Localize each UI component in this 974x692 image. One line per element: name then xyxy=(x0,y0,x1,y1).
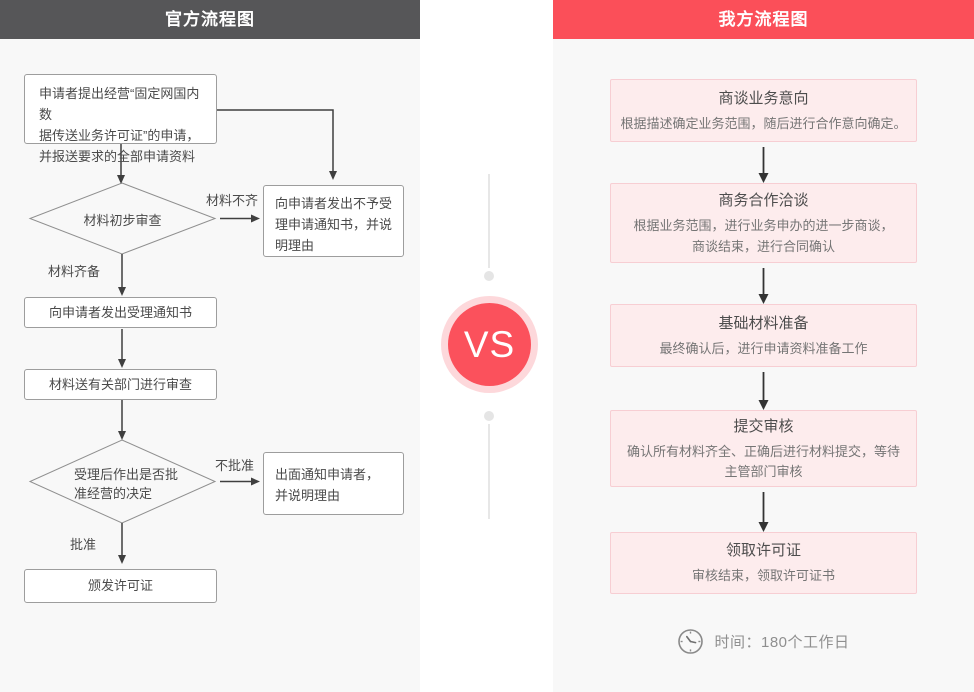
time-note-text: 时间：180个工作日 xyxy=(714,634,850,651)
our-step-5: 领取许可证 审核结束，领取许可证书 xyxy=(610,532,917,594)
our-step-1: 商谈业务意向 根据描述确定业务范围，随后进行合作意向确定。 xyxy=(610,79,917,142)
step-dept-review-box: 材料送有关部门进行审查 xyxy=(24,369,217,400)
step-issue-license-box: 颁发许可证 xyxy=(24,569,217,603)
official-panel-title: 官方流程图 xyxy=(0,0,420,39)
step-application-box: 申请者提出经营“固定网国内数 据传送业务许可证”的申请， 并报送要求的全部申请资… xyxy=(24,74,217,164)
branch-label-not-approved: 不批准 xyxy=(215,458,255,473)
time-note-row: 时间：180个工作日 xyxy=(553,628,974,655)
our-step-2-title: 商务合作洽谈 xyxy=(718,192,809,210)
divider-line-bottom xyxy=(488,424,490,519)
our-step-5-desc: 审核结束，领取许可证书 xyxy=(691,568,835,584)
step-accept-notice-box: 向申请者发出受理通知书 xyxy=(24,297,217,328)
divider-line-top xyxy=(488,174,490,268)
our-step-5-title: 领取许可证 xyxy=(725,542,801,560)
branch-label-incomplete: 材料不齐 xyxy=(206,193,259,208)
our-step-3-title: 基础材料准备 xyxy=(718,314,809,332)
divider-dot-bottom xyxy=(484,411,494,421)
our-step-2-desc: 根据业务范围，进行业务申办的进一步商谈， 商谈结束，进行合同确认 xyxy=(633,218,894,254)
our-step-3: 基础材料准备 最终确认后，进行申请资料准备工作 xyxy=(610,304,917,367)
branch-label-complete: 材料齐备 xyxy=(48,264,101,279)
our-panel-title: 我方流程图 xyxy=(553,0,974,39)
our-step-1-title: 商谈业务意向 xyxy=(718,89,809,107)
our-step-4: 提交审核 确认所有材料齐全、正确后进行材料提交，等待 主管部门审核 xyxy=(610,410,917,487)
diamond-approval-label: 受理后作出是否批 准经营的决定 xyxy=(74,467,179,501)
diamond-initial-review-label: 材料初步审查 xyxy=(83,213,162,228)
our-step-4-desc: 确认所有材料齐全、正确后进行材料提交，等待 主管部门审核 xyxy=(626,443,900,479)
our-step-4-title: 提交审核 xyxy=(733,417,794,435)
step-refusal-notify-box: 出面通知申请者， 并说明理由 xyxy=(263,452,404,515)
divider-dot-top xyxy=(484,271,494,281)
our-process-panel: 我方流程图 商谈业务意向 根据描述确定业务范围，随后进行合作意向确定。 商务合作… xyxy=(553,0,974,692)
vs-badge-label: VS xyxy=(448,303,531,386)
official-process-panel: 官方流程图 xyxy=(0,0,420,692)
step-reject-notice-box: 向申请者发出不予受 理申请通知书，并说 明理由 xyxy=(263,185,404,257)
clock-icon xyxy=(678,629,704,654)
our-step-3-desc: 最终确认后，进行申请资料准备工作 xyxy=(659,340,868,356)
branch-label-approved: 批准 xyxy=(70,537,97,552)
our-step-2: 商务合作洽谈 根据业务范围，进行业务申办的进一步商谈， 商谈结束，进行合同确认 xyxy=(610,183,917,263)
our-step-1-desc: 根据描述确定业务范围，随后进行合作意向确定。 xyxy=(620,115,907,131)
vs-badge: VS xyxy=(441,296,538,393)
